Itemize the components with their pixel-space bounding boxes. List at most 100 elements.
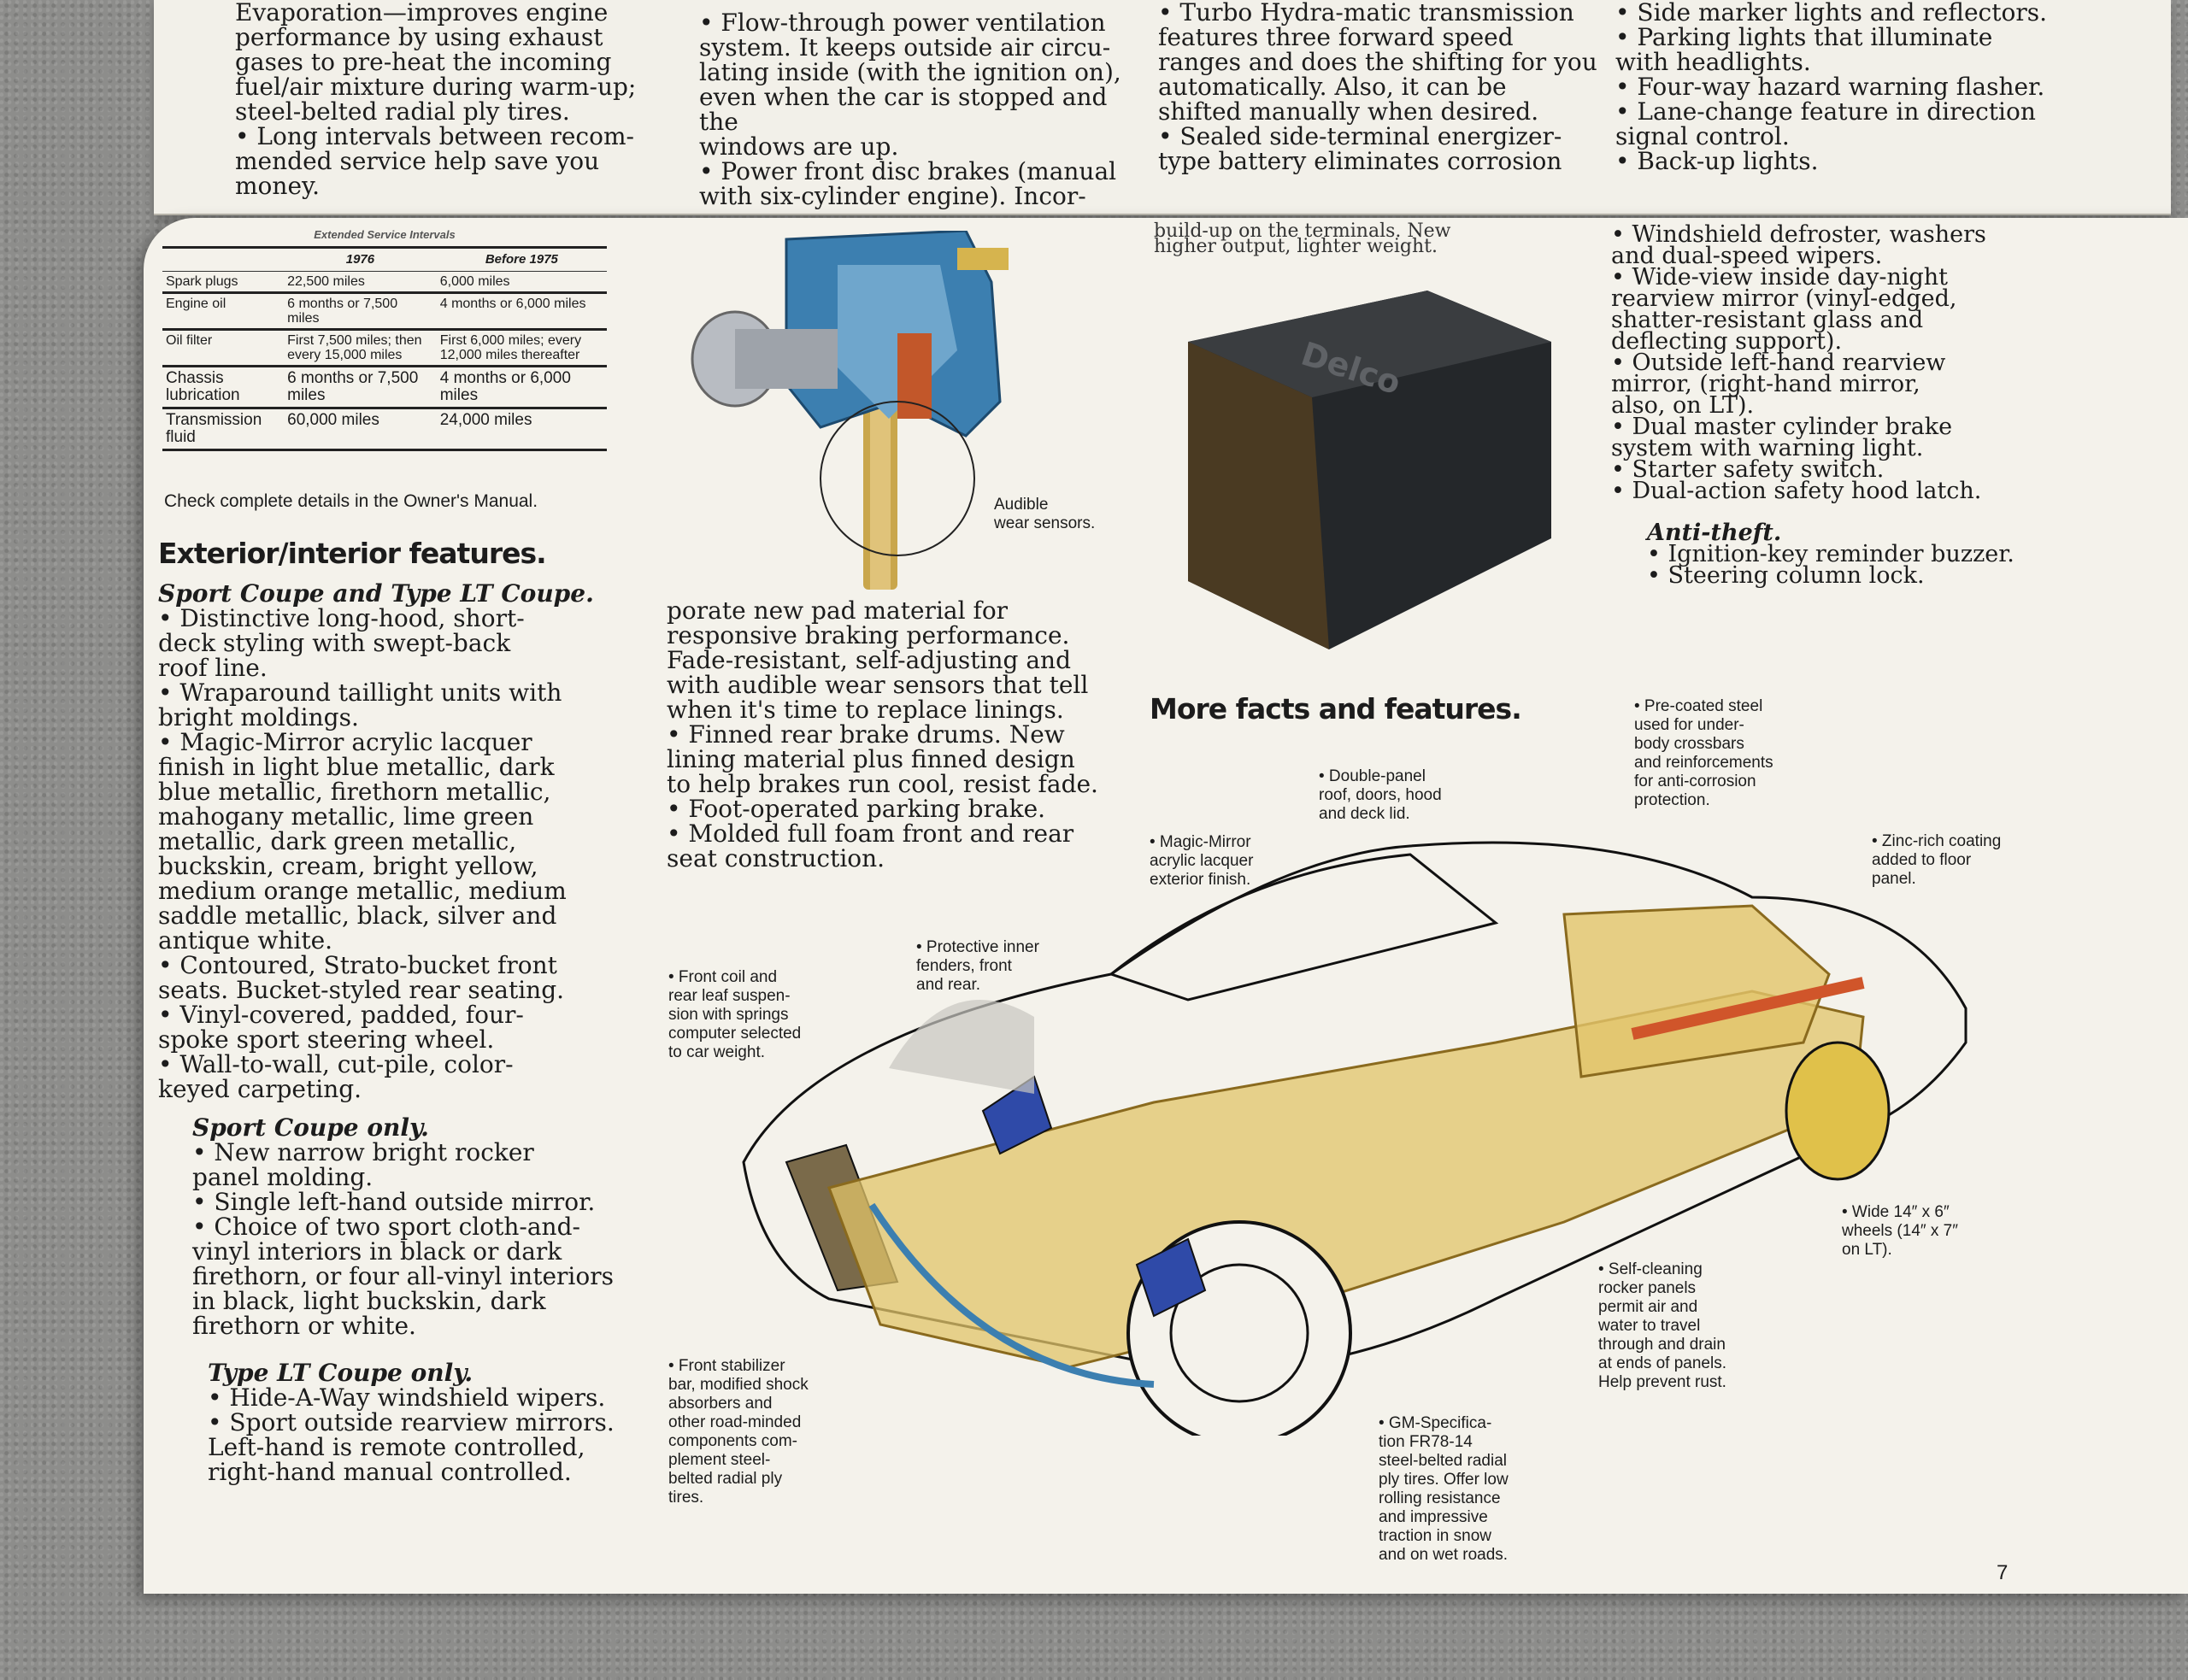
text-line: spoke sport steering wheel. [158, 1025, 495, 1054]
text-line: type battery eliminates corrosion [1158, 147, 1562, 175]
text-line: blue metallic, firethorn metallic, [158, 778, 551, 806]
table-cell-before: 24,000 miles [439, 411, 532, 429]
text-line: Left-hand is remote controlled, [208, 1433, 585, 1461]
windshield [1108, 853, 1499, 1002]
text-line: • Side marker lights and reflectors. [1615, 0, 2047, 26]
text-line: components com- [668, 1432, 798, 1450]
text-line: roof line. [158, 654, 268, 682]
text-line: • Steering column lock. [1647, 562, 1925, 589]
text-line: • Protective inner [916, 938, 1039, 956]
text-line: • Pre-coated steel [1634, 697, 1763, 715]
text-line: • Front coil and [668, 968, 778, 986]
text-line: • Dual-action safety hood latch. [1611, 478, 1982, 504]
table-cell-before: First 6,000 miles; every 12,000 miles th… [439, 333, 582, 362]
text-line: • Back-up lights. [1615, 147, 1819, 175]
left-para-3: • Hide-A-Way windshield wipers.• Sport o… [158, 1385, 620, 1484]
front-spring-mount-right [1135, 1237, 1207, 1318]
text-line: traction in snow [1379, 1527, 1492, 1545]
label-wide-wheels: • Wide 14″ x 6″wheels (14″ x 7″on LT). [1842, 1203, 1958, 1260]
text-line: lining material plus finned design [667, 745, 1075, 773]
text-line: panel. [1872, 870, 1916, 888]
page-number: 7 [1997, 1561, 2009, 1584]
inner-fender [889, 1000, 1034, 1094]
text-line: with six-cylinder engine). Incor- [699, 182, 1086, 210]
battery-top [1188, 291, 1551, 397]
text-line: deflecting support). [1611, 328, 1843, 355]
table-cell-y1976: 60,000 miles [287, 411, 379, 429]
text-line: • Dual master cylinder brake [1611, 414, 1953, 440]
text-line: to car weight. [668, 1043, 765, 1061]
text-line: rocker panels [1598, 1279, 1697, 1297]
table-header-before: Before 1975 [485, 252, 558, 267]
text-line: • Lane-change feature in direction [1615, 97, 2036, 126]
rear-body-panel [1562, 904, 1831, 1078]
text-line: with headlights. [1615, 48, 1811, 76]
anti-theft-list: • Ignition-key reminder buzzer.• Steerin… [1611, 543, 2056, 589]
text-line: belted radial ply [668, 1470, 783, 1488]
rear-wheel [1785, 1041, 1891, 1181]
text-line: higher output, lighter weight. [1154, 236, 1438, 257]
text-line: • Parking lights that illuminate [1615, 23, 1993, 51]
text-line: Help prevent rust. [1598, 1373, 1726, 1391]
text-line: medium orange metallic, medium [158, 877, 567, 905]
text-line: • Wide 14″ x 6″ [1842, 1203, 1950, 1221]
top-col-4-lines: • Side marker lights and reflectors.• Pa… [1615, 0, 2060, 173]
table-cell-y1976: 6 months or 7,500 miles [287, 297, 398, 326]
text-line: firethorn, or four all-vinyl interiors [192, 1262, 614, 1290]
wear-sensor-callout [820, 401, 975, 556]
text-line: • Outside left-hand rearview [1611, 350, 1946, 376]
text-line: and on wet roads. [1379, 1546, 1509, 1564]
text-line: right-hand manual controlled. [208, 1458, 572, 1486]
text-line: • Zinc-rich coating [1872, 832, 2002, 850]
text-line: ply tires. Offer low [1379, 1471, 1509, 1489]
front-wheel-rim [1169, 1263, 1309, 1403]
text-line: gases to pre-heat the incoming [235, 48, 612, 76]
left-column: Sport Coupe and Type LT Coupe. • Distinc… [158, 581, 620, 1484]
text-line: • Finned rear brake drums. New [667, 720, 1065, 749]
text-line: mahogany metallic, lime green [158, 802, 534, 831]
text-line: • Sport outside rearview mirrors. [208, 1408, 615, 1436]
text-line: to help brakes run cool, resist fade. [667, 770, 1098, 798]
hub-spindle [735, 329, 838, 389]
text-line: at ends of panels. [1598, 1354, 1726, 1372]
text-line: panel molding. [192, 1163, 373, 1191]
subhead-sport-lt: Sport Coupe and Type LT Coupe. [158, 579, 594, 608]
text-line: • Windshield defroster, washers [1611, 221, 1986, 248]
text-line: saddle metallic, black, silver and [158, 902, 557, 930]
table-cell-y1976: First 7,500 miles; then every 15,000 mil… [287, 333, 422, 362]
table-cell-item: Chassis lubrication [166, 369, 240, 404]
disc-brake-illustration [691, 231, 1009, 590]
text-line: antique white. [158, 926, 333, 955]
text-line: permit air and [1598, 1298, 1698, 1316]
more-facts-heading: More facts and features. [1150, 692, 1522, 725]
text-line: firethorn or white. [192, 1312, 416, 1340]
text-line: • Starter safety switch. [1611, 456, 1885, 483]
text-line: fuel/air mixture during warm-up; [235, 73, 637, 101]
text-line: body crossbars [1634, 735, 1744, 753]
text-line: • Molded full foam front and rear [667, 819, 1074, 848]
text-line: and dual-speed wipers. [1611, 243, 1883, 269]
text-line: • Wall-to-wall, cut-pile, color- [158, 1050, 514, 1078]
text-line: • New narrow bright rocker [192, 1138, 534, 1166]
table-note: Check complete details in the Owner's Ma… [164, 491, 538, 511]
text-line: exterior finish. [1150, 871, 1251, 889]
text-line: computer selected [668, 1025, 802, 1043]
text-line: system with warning light. [1611, 435, 1924, 461]
text-line: deck styling with swept-back [158, 629, 511, 657]
text-line: and deck lid. [1319, 805, 1410, 823]
